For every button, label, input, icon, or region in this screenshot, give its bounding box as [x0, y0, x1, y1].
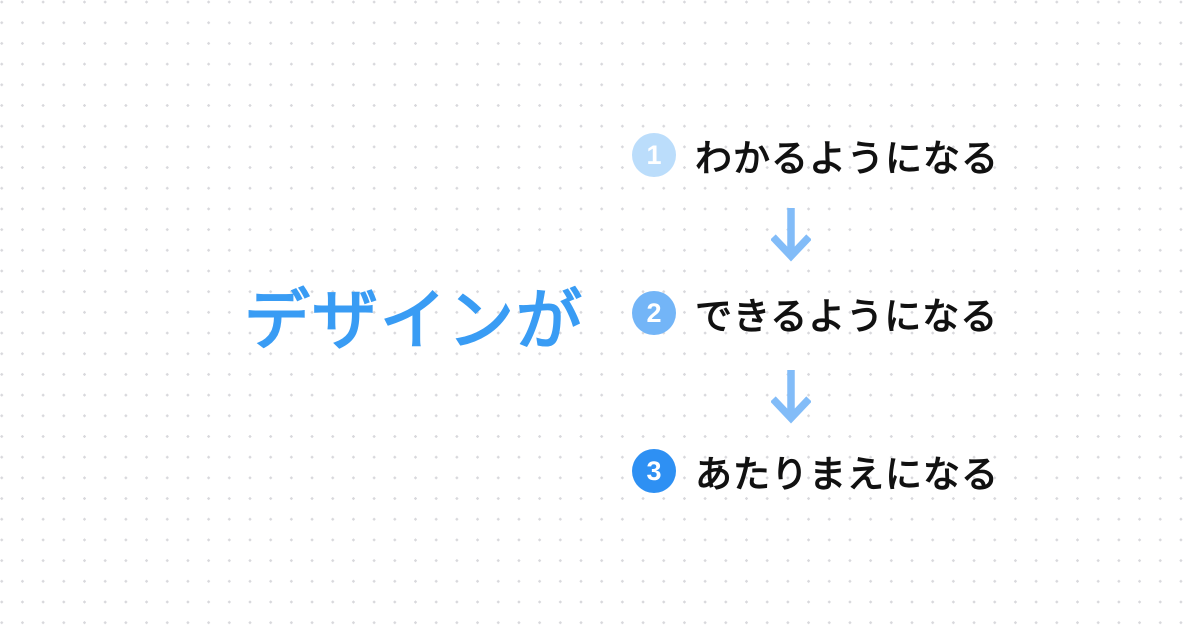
step-1-number: 1 — [646, 139, 662, 170]
step-2-number: 2 — [646, 297, 662, 328]
step-1-number-badge: 1 — [632, 133, 676, 177]
down-arrow-shape — [771, 370, 811, 424]
step-3-number: 3 — [646, 455, 662, 486]
step-row-3: 3 あたりまえになる — [632, 449, 999, 495]
step-3-number-badge: 3 — [632, 449, 676, 493]
step-2-number-badge: 2 — [632, 291, 676, 335]
step-row-2: 2 できるようになる — [632, 291, 998, 337]
step-2-label: できるようになる — [695, 296, 999, 337]
step-1-label: わかるようになる — [695, 138, 999, 179]
down-arrow-shape — [771, 208, 811, 262]
step-row-1: 1 わかるようになる — [632, 133, 999, 179]
down-arrow-icon — [771, 208, 811, 262]
step-3-label: あたりまえになる — [695, 454, 999, 495]
down-arrow-icon — [771, 370, 811, 424]
main-title: デザインが — [244, 283, 584, 357]
